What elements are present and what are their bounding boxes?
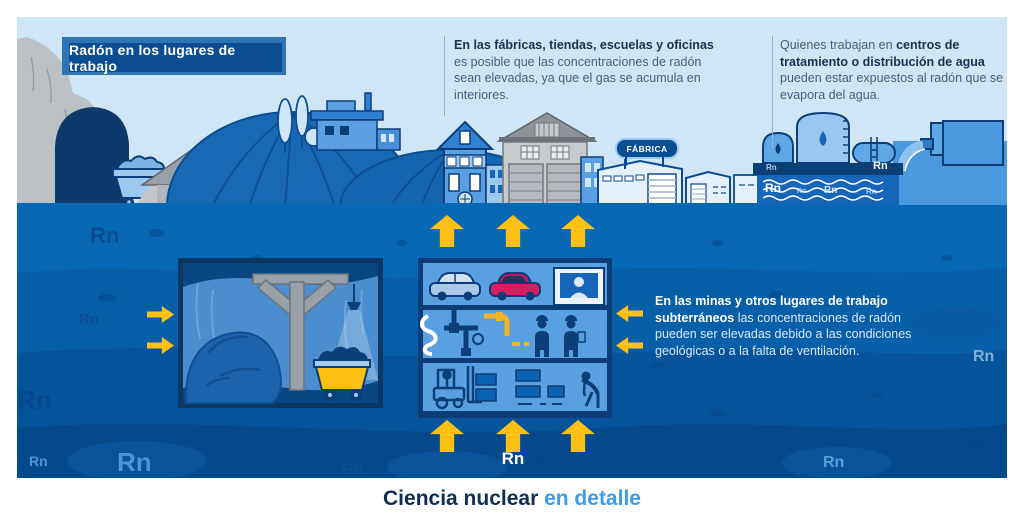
radon-label: Rn xyxy=(90,223,120,248)
soil-blobs xyxy=(67,307,1002,478)
radon-label: Rn xyxy=(79,311,99,328)
factory-sign: FÁBRICA xyxy=(615,138,679,159)
bending-worker-icon xyxy=(581,371,600,408)
factory-icon xyxy=(597,154,771,208)
radon-label-pool: Rn xyxy=(797,188,807,195)
factory-sign-post xyxy=(625,155,627,166)
mine-scene xyxy=(178,258,383,408)
radon-label-pool: Rn xyxy=(766,163,777,172)
radon-label: Rn xyxy=(342,461,364,478)
callout-water: Quienes trabajan en centros de tratamien… xyxy=(780,37,1007,104)
radon-label: Rn xyxy=(117,447,152,477)
footer-brand-accent: en detalle xyxy=(544,487,641,510)
callout-divider xyxy=(772,36,773,148)
pump-station-icon xyxy=(896,120,1004,172)
footer-brand: Ciencia nuclear en detalle xyxy=(0,487,1024,511)
infographic-panel: Rn Rn Rn Rn Rn Rn xyxy=(17,17,1007,478)
water-tanks-icon xyxy=(762,111,896,164)
radon-label-pool: Rn xyxy=(824,185,838,196)
callout-mines-text: las concentraciones de radón pueden ser … xyxy=(655,310,912,358)
mine-entrance-icon xyxy=(55,107,129,207)
radon-label: Rn xyxy=(17,385,52,415)
callout-mines: En las minas y otros lugares de trabajo … xyxy=(655,293,925,360)
victorian-house-icon xyxy=(435,120,495,208)
water-pool-icon xyxy=(753,163,903,205)
mine-cart-icon xyxy=(313,346,371,401)
forklift-icon xyxy=(432,366,482,410)
callout-divider xyxy=(444,36,445,116)
callout-buildings-bold: En las fábricas, tiendas, escuelas y ofi… xyxy=(454,38,714,52)
radon-label: Rn xyxy=(973,348,995,365)
skyline-illustration xyxy=(17,37,1007,209)
mountain-icon xyxy=(17,37,129,207)
callout-water-bold: centros de tratamiento o distribución de… xyxy=(780,38,985,69)
callout-water-text: pueden estar expuestos al radón que se e… xyxy=(780,71,1004,102)
pink-car-icon xyxy=(489,272,541,301)
water-treatment-plant xyxy=(753,111,1007,205)
security-booth-icon xyxy=(553,267,605,306)
radon-label: Rn xyxy=(823,454,845,471)
pallet-boxes-icon xyxy=(475,369,565,405)
support-beam-icon xyxy=(252,273,349,391)
radon-label-pool: Rn xyxy=(866,187,877,196)
radon-label-pool: Rn xyxy=(873,160,888,172)
parked-car-icon xyxy=(429,272,481,301)
hill-house-icon xyxy=(310,92,401,151)
callout-mines-bold: En las minas y otros lugares de trabajo … xyxy=(655,294,888,325)
footer-brand-main: Ciencia nuclear xyxy=(383,487,539,510)
callout-water-lead: Quienes trabajan en xyxy=(780,38,893,52)
title-box: Radón en los lugares de trabajo xyxy=(69,41,282,74)
radon-label-main: Rn xyxy=(501,449,525,468)
page-title: Radón en los lugares de trabajo xyxy=(69,41,236,74)
factory-sign-label: FÁBRICA xyxy=(626,143,668,154)
radon-label-pool: Rn xyxy=(765,181,781,195)
pipes-icon xyxy=(420,310,529,356)
callout-buildings-text: es posible que las concentraciones de ra… xyxy=(454,54,702,102)
callout-buildings: En las fábricas, tiendas, escuelas y ofi… xyxy=(454,37,720,104)
factory-sign-post xyxy=(662,155,664,166)
worker-icon xyxy=(535,315,586,357)
radon-label: Rn xyxy=(29,453,48,469)
underground-workplace xyxy=(418,258,612,418)
